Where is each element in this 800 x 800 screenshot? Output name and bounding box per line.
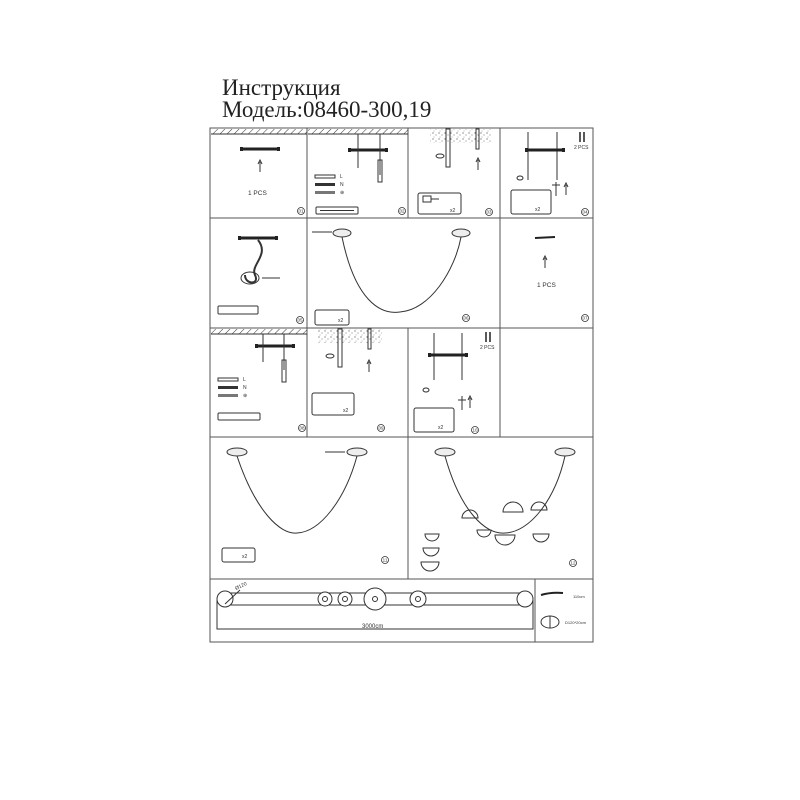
svg-text:10: 10 (472, 428, 478, 433)
step-08-panel: L N ⊕ 08 (211, 329, 307, 432)
step-01-panel: 1 PCS 01 (211, 129, 307, 215)
step-07-panel: 1 PCS 07 (534, 236, 589, 322)
step-04-panel: 2 PCS x2 04 (510, 132, 589, 216)
svg-text:01: 01 (298, 209, 304, 214)
svg-text:x2: x2 (438, 425, 444, 431)
svg-text:08: 08 (299, 426, 305, 431)
svg-text:L: L (340, 174, 343, 180)
svg-text:2 PCS: 2 PCS (480, 345, 495, 351)
svg-text:12: 12 (570, 561, 576, 566)
svg-text:Ø120: Ø120 (234, 581, 248, 592)
screwdriver-icon (315, 206, 359, 215)
screwdriver-icon (413, 407, 455, 433)
svg-text:x2: x2 (242, 554, 248, 560)
svg-text:07: 07 (582, 316, 588, 321)
svg-text:09: 09 (378, 426, 384, 431)
svg-text:11: 11 (383, 558, 388, 563)
document-title: Инструкция (222, 75, 341, 100)
grid-frame (209, 127, 594, 643)
svg-text:x2: x2 (343, 408, 349, 414)
svg-text:03: 03 (486, 210, 492, 215)
svg-text:2 PCS: 2 PCS (574, 145, 589, 151)
svg-text:110cm: 110cm (573, 594, 585, 599)
svg-text:N: N (243, 385, 247, 391)
drill-icon (311, 392, 355, 416)
step-06-panel: x2 06 (312, 228, 471, 326)
model-number: Модель:08460-300,19 (222, 97, 432, 122)
step-02-panel: L N ⊕ 02 (308, 129, 408, 215)
svg-text:1 PCS: 1 PCS (537, 282, 556, 289)
svg-text:⊕: ⊕ (340, 190, 344, 196)
svg-text:L: L (243, 377, 246, 383)
arrow-up-icon (257, 159, 263, 173)
screwdriver-icon (217, 305, 259, 315)
step-12-panel: 12 (420, 447, 577, 572)
svg-text:N: N (340, 182, 344, 188)
quantity-caption: 1 PCS (248, 190, 267, 197)
screwdriver-icon (510, 189, 552, 215)
step-11-panel: x2 11 (221, 447, 389, 564)
step-03-panel: x2 03 (417, 128, 493, 216)
svg-text:3000cm: 3000cm (362, 624, 383, 630)
svg-text:D120*20cm: D120*20cm (565, 620, 587, 625)
svg-text:x2: x2 (535, 207, 541, 213)
svg-text:02: 02 (399, 209, 405, 214)
drill-icon (417, 192, 462, 215)
svg-text:04: 04 (582, 210, 588, 215)
svg-text:06: 06 (463, 316, 469, 321)
dimension-drawing: Ø120 3000cm 110cm D120*20cm (216, 581, 587, 630)
step-09-panel: x2 09 (311, 328, 385, 432)
step-05-panel: 05 (217, 236, 304, 324)
svg-text:05: 05 (297, 318, 303, 323)
svg-text:⊕: ⊕ (243, 393, 247, 399)
svg-text:x2: x2 (450, 208, 456, 214)
screwdriver-icon (217, 412, 261, 421)
svg-text:x2: x2 (338, 318, 344, 324)
step-10-panel: 2 PCS x2 10 (413, 332, 495, 434)
